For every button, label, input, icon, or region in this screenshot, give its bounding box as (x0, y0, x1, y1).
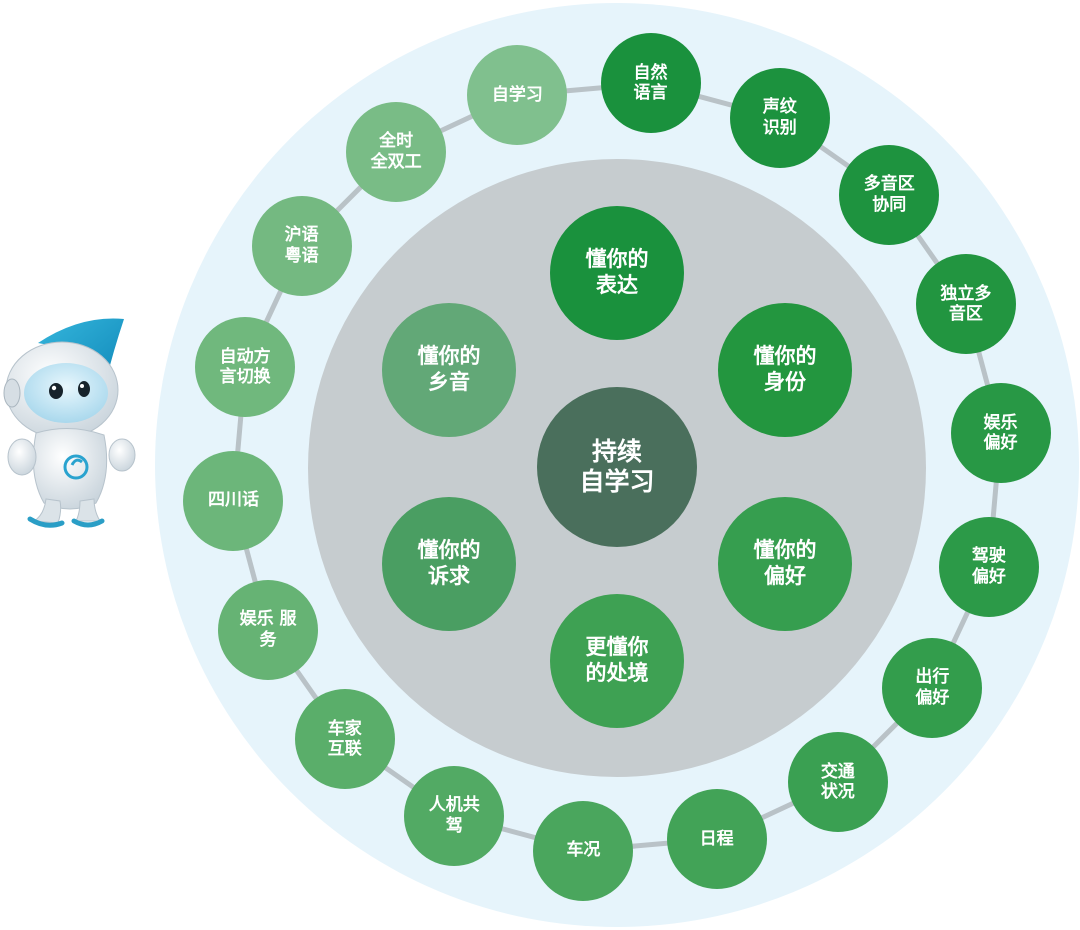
inner-node: 懂你的 偏好 (718, 497, 852, 631)
outer-node: 车家 互联 (294, 689, 395, 790)
inner-node: 懂你的 乡音 (381, 303, 516, 437)
outer-node: 全时 全双工 (346, 101, 447, 202)
outer-node: 日程 (666, 788, 767, 889)
outer-node: 自学习 (467, 45, 568, 146)
outer-node: 四川话 (183, 450, 284, 551)
inner-node: 懂你的 身份 (718, 303, 852, 437)
outer-node: 交通 状况 (787, 732, 888, 833)
outer-node: 娱乐 服 务 (218, 579, 319, 680)
outer-node: 车况 (533, 800, 634, 901)
outer-node: 沪语 粤语 (251, 196, 352, 297)
robot-mascot-icon (3, 318, 136, 528)
inner-node: 更懂你 的处境 (550, 594, 684, 728)
outer-node: 自动方 言切换 (195, 317, 296, 418)
inner-node: 懂你的 诉求 (381, 497, 516, 631)
outer-node: 驾驶 偏好 (938, 516, 1039, 617)
outer-node: 人机共 驾 (404, 765, 505, 866)
inner-node: 懂你的 表达 (550, 206, 684, 340)
outer-node: 娱乐 偏好 (950, 383, 1051, 484)
outer-node: 独立多 音区 (915, 254, 1016, 355)
center-node: 持续 自学习 (537, 387, 697, 547)
outer-node: 自然 语言 (600, 33, 701, 134)
outer-node: 出行 偏好 (882, 637, 983, 738)
outer-node: 多音区 协同 (839, 144, 940, 245)
outer-node: 声纹 识别 (729, 68, 830, 169)
